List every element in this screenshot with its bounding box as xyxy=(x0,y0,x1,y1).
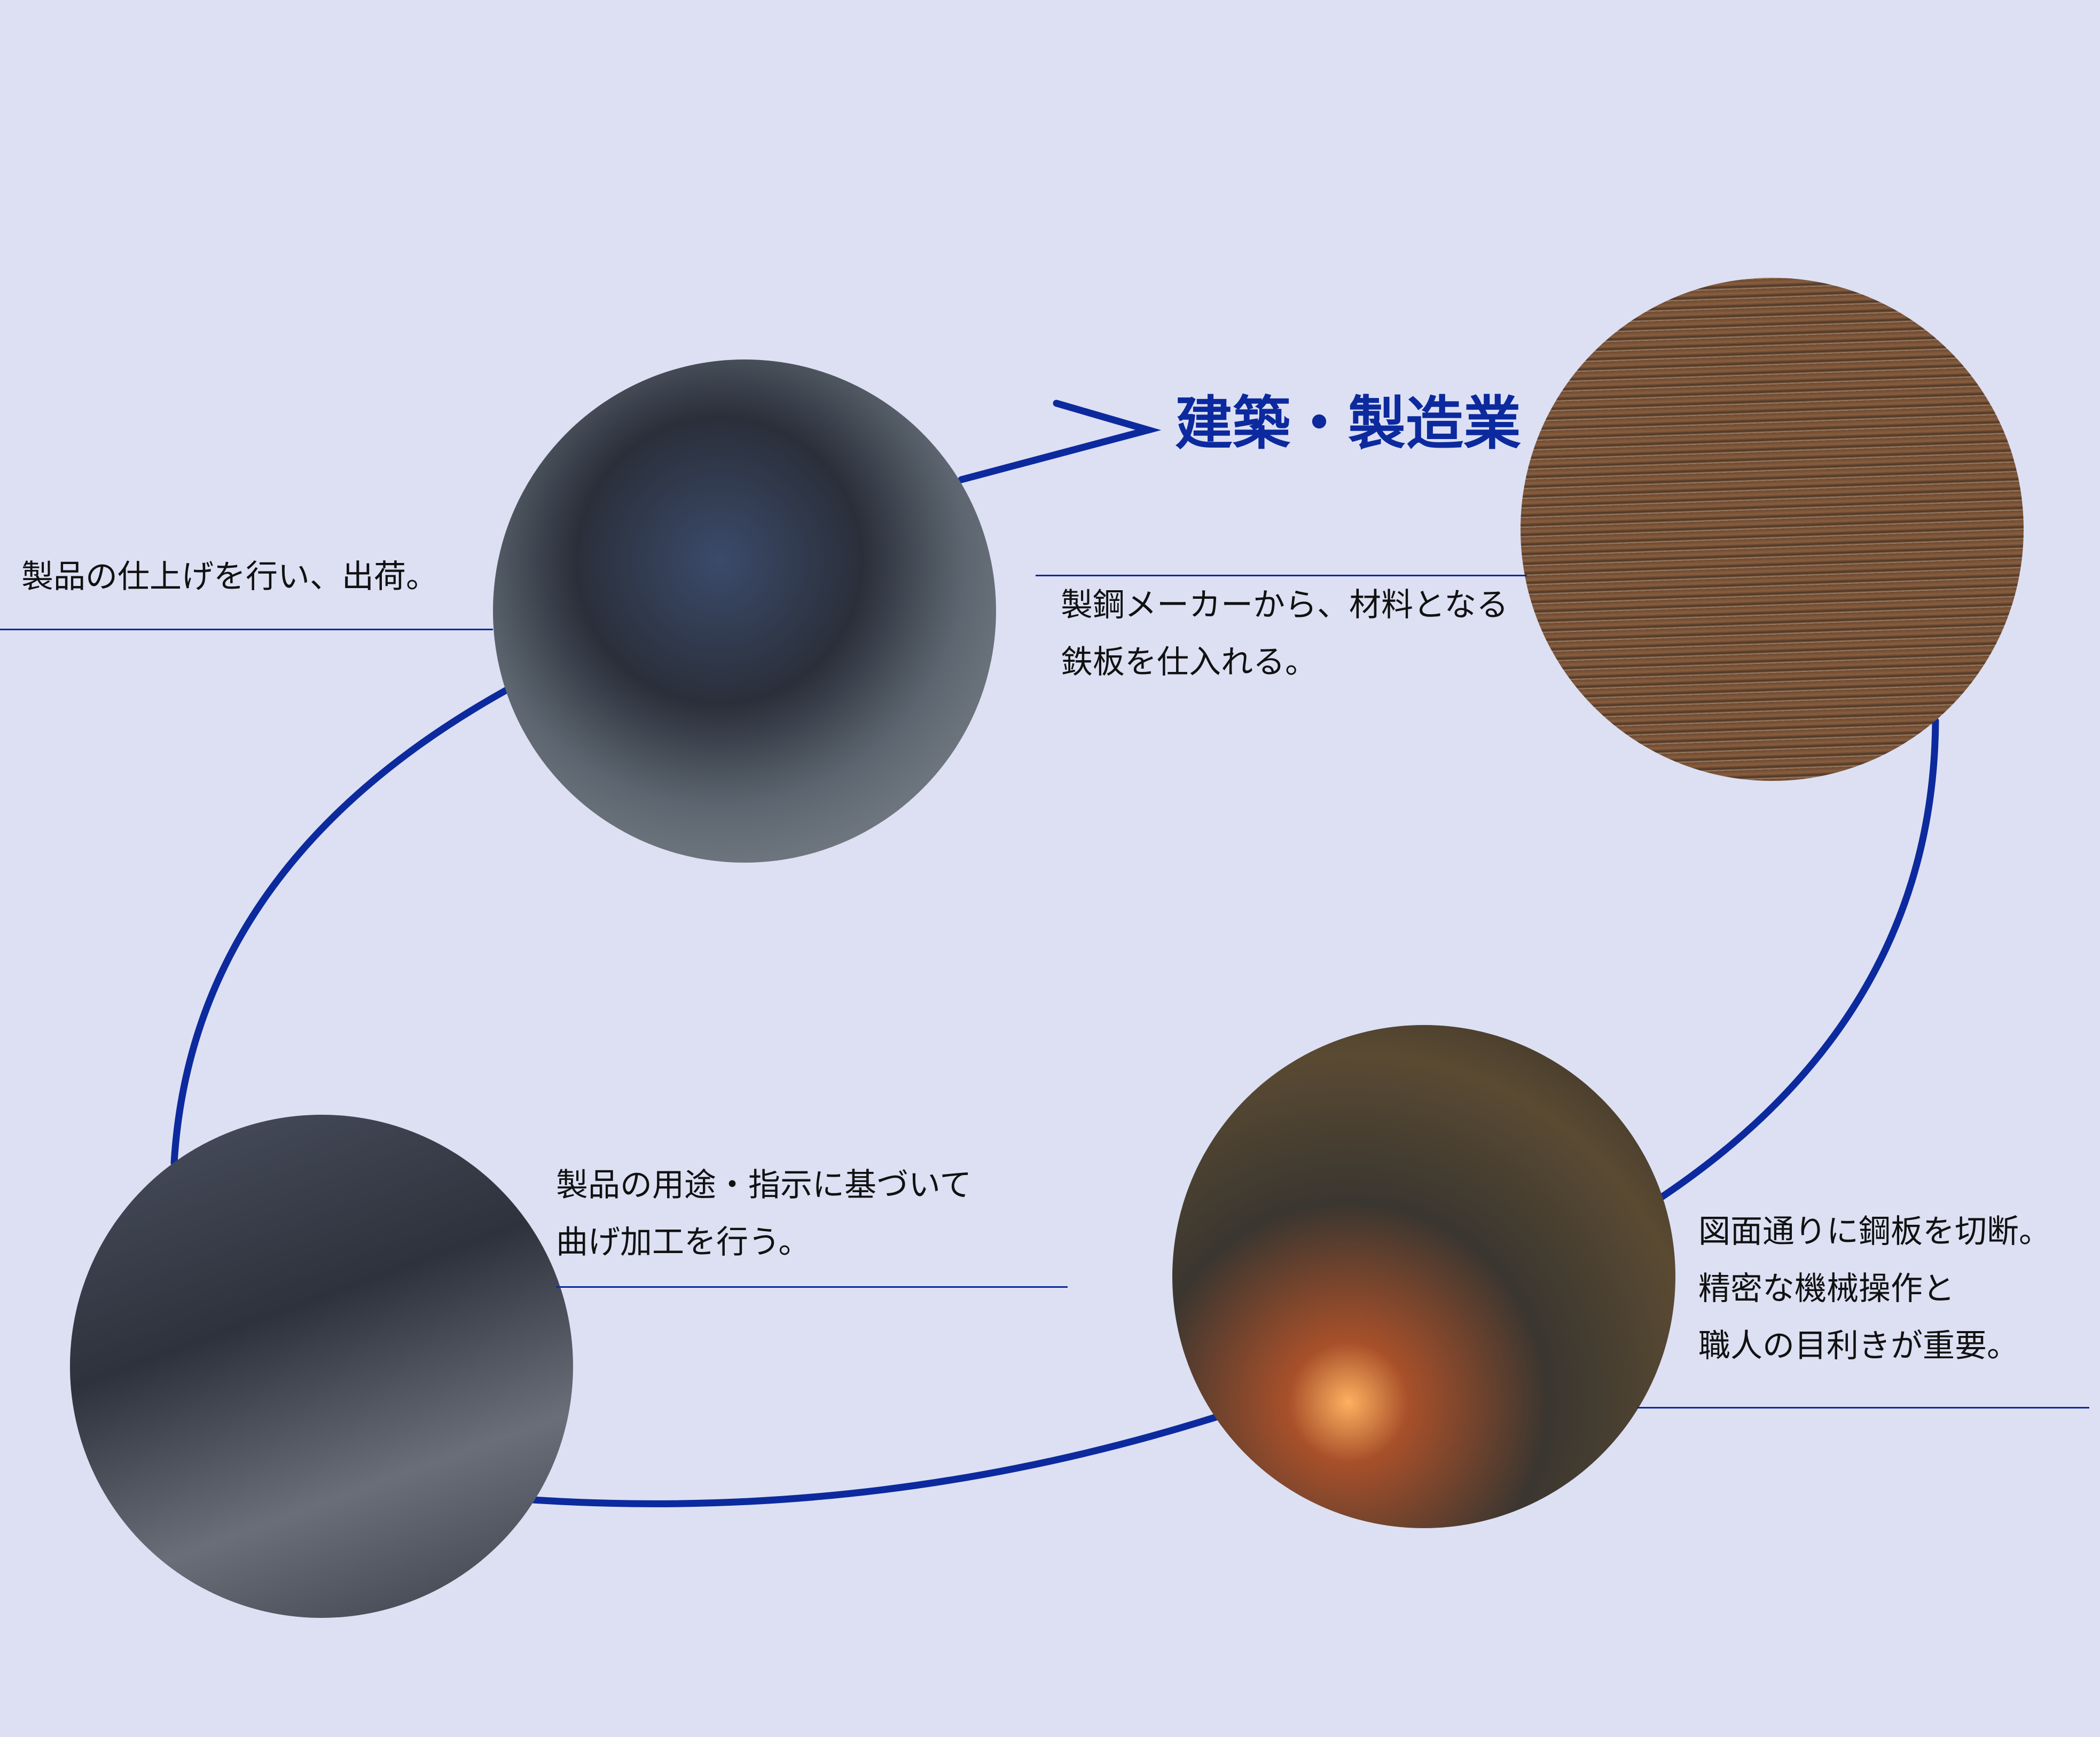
step2-line3: 職人の目利きが重要。 xyxy=(1698,1327,2019,1365)
step1-line2: 鉄板を仕入れる。 xyxy=(1061,644,1317,681)
page-title: 建築・製造業 xyxy=(1175,390,1522,457)
step1-text: 製鋼メーカーから、材料となる 鉄板を仕入れる。 xyxy=(1061,577,1508,691)
step2-text: 図面通りに鋼板を切断。 精密な機械操作と 職人の目利きが重要。 xyxy=(1698,1203,2051,1375)
step2-line1: 図面通りに鋼板を切断。 xyxy=(1698,1213,2051,1250)
step2-line2: 精密な機械操作と xyxy=(1698,1270,1955,1308)
flow-arc-left xyxy=(170,686,510,1167)
photo-steel-plate-stock xyxy=(1521,278,2024,781)
flow-arc-right xyxy=(1657,717,1939,1201)
step1-line1: 製鋼メーカーから、材料となる xyxy=(1061,586,1509,624)
divider-step2 xyxy=(1637,1407,2089,1409)
step3-text: 製品の用途・指示に基づいて 曲げ加工を行う。 xyxy=(556,1157,971,1271)
photo-press-bending xyxy=(70,1115,573,1618)
flow-arc-bottom xyxy=(529,1413,1220,1507)
step4-line1: 製品の仕上げを行い、出荷。 xyxy=(21,558,438,596)
photo-finishing-grinding xyxy=(493,359,996,863)
step4-text: 製品の仕上げを行い、出荷。 xyxy=(21,549,438,606)
divider-step4 xyxy=(0,629,493,630)
divider-step3 xyxy=(556,1286,1068,1288)
divider-step1 xyxy=(1036,575,1527,576)
step3-line1: 製品の用途・指示に基づいて xyxy=(556,1167,972,1204)
step3-line2: 曲げ加工を行う。 xyxy=(556,1224,811,1261)
photo-plate-cutting xyxy=(1172,1025,1675,1528)
arrow-chevron xyxy=(958,400,1162,483)
